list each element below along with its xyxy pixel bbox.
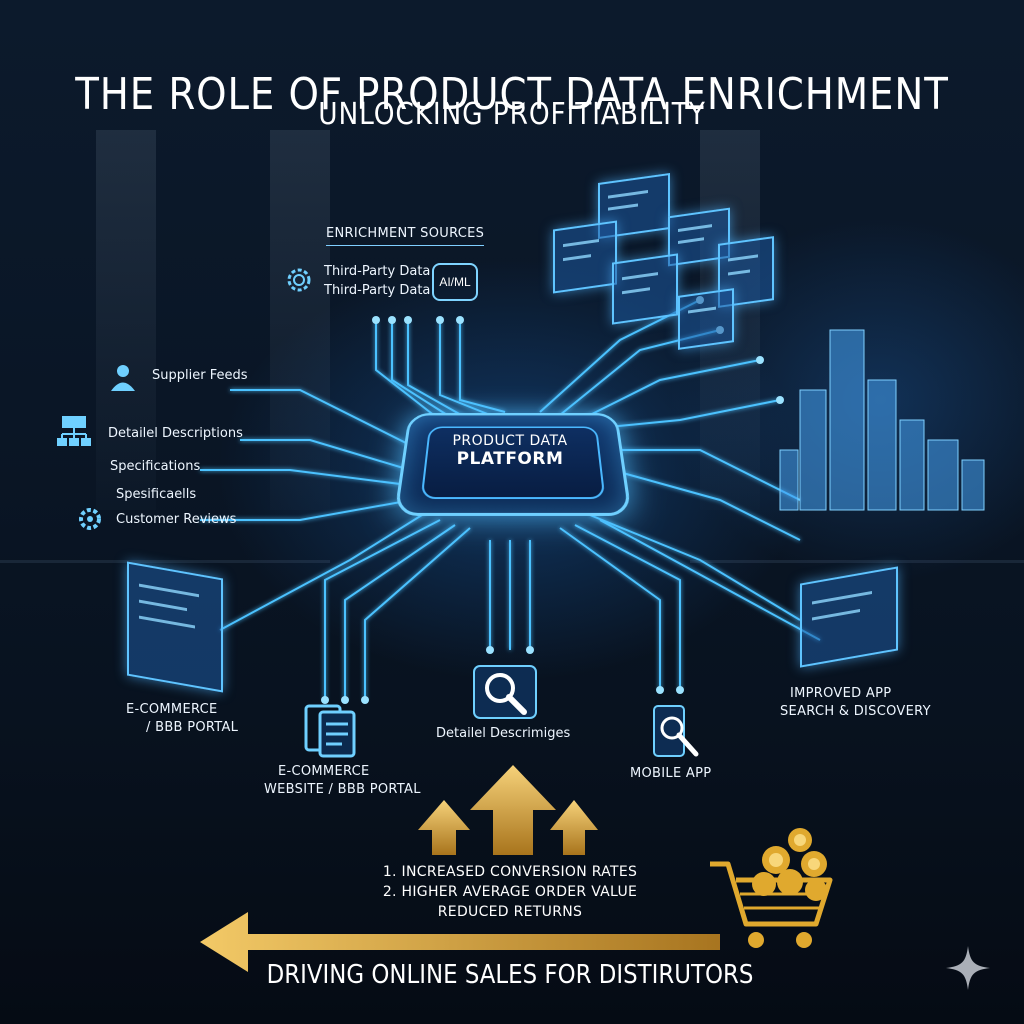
supplier-feeds-label: Supplier Feeds bbox=[152, 368, 248, 383]
detailed-images-label: Detailel Descrimiges bbox=[436, 726, 571, 741]
floating-data-panel bbox=[678, 288, 734, 350]
detailed-descriptions-label: Detailel Descriptions bbox=[108, 426, 243, 441]
enrichment-sources-heading: ENRICHMENT SOURCES bbox=[326, 226, 485, 246]
platform-label-line-2: PLATFORM bbox=[456, 449, 564, 469]
growth-arrows bbox=[418, 765, 598, 855]
platform-label: PRODUCT DATA PLATFORM bbox=[402, 432, 618, 468]
page-title: THE ROLE OF PRODUCT DATA ENRICHMENT bbox=[75, 69, 949, 121]
enrichment-source-2: Third-Party Data bbox=[324, 283, 431, 298]
sparkle-icon bbox=[946, 946, 990, 990]
floating-data-panel bbox=[553, 220, 617, 294]
org-chart-icon bbox=[57, 416, 91, 446]
gear-icon bbox=[287, 268, 311, 292]
ecommerce-website-label-1: E-COMMERCE bbox=[278, 764, 370, 779]
app-search-screen bbox=[800, 566, 898, 668]
customer-reviews-label: Customer Reviews bbox=[116, 512, 237, 527]
warehouse-shelf bbox=[690, 560, 1024, 563]
footer-tagline: DRIVING ONLINE SALES FOR DISTIRUTORS bbox=[266, 960, 754, 990]
ecommerce-portal-label-2: / BBB PORTAL bbox=[146, 720, 239, 735]
result-item-2: 2. HIGHER AVERAGE ORDER VALUE bbox=[382, 884, 638, 900]
magnifier-icon bbox=[653, 705, 699, 757]
floating-data-panel bbox=[612, 253, 678, 325]
gear-icon bbox=[79, 508, 101, 530]
ecommerce-portal-label-1: E-COMMERCE bbox=[126, 702, 218, 717]
circuit-nodes bbox=[321, 296, 784, 704]
improved-app-label-2: SEARCH & DISCOVERY bbox=[780, 704, 931, 719]
sales-arrow bbox=[200, 912, 720, 972]
ai-ml-badge: AI/ML bbox=[432, 263, 478, 301]
shopping-cart-icon bbox=[710, 828, 833, 948]
page-subtitle: UNLOCKING PROFITIABILITY bbox=[318, 97, 706, 132]
specifications-label: Specifications bbox=[110, 459, 201, 474]
magnifier-icon bbox=[473, 665, 537, 719]
circuit-traces bbox=[200, 299, 821, 700]
enrichment-source-1: Third-Party Data bbox=[324, 264, 431, 279]
warehouse-shelf bbox=[0, 560, 330, 563]
result-item-1: 1. INCREASED CONVERSION RATES bbox=[382, 864, 638, 880]
checklist-icon bbox=[304, 704, 356, 758]
user-icon bbox=[111, 365, 135, 391]
results-list: 1. INCREASED CONVERSION RATES 2. HIGHER … bbox=[360, 862, 660, 922]
warehouse-pillar bbox=[96, 130, 156, 510]
platform-label-line-1: PRODUCT DATA bbox=[452, 433, 568, 449]
improved-app-label-1: IMPROVED APP bbox=[790, 686, 892, 701]
specifications-label-2: Spesificaells bbox=[116, 487, 197, 502]
mobile-app-label: MOBILE APP bbox=[630, 766, 712, 781]
warehouse-pillar bbox=[270, 130, 330, 510]
result-item-3: REDUCED RETURNS bbox=[437, 904, 583, 920]
ecommerce-website-label-2: WEBSITE / BBB PORTAL bbox=[264, 782, 421, 797]
ecommerce-portal-screen bbox=[127, 561, 223, 693]
city-skyline bbox=[779, 329, 985, 511]
